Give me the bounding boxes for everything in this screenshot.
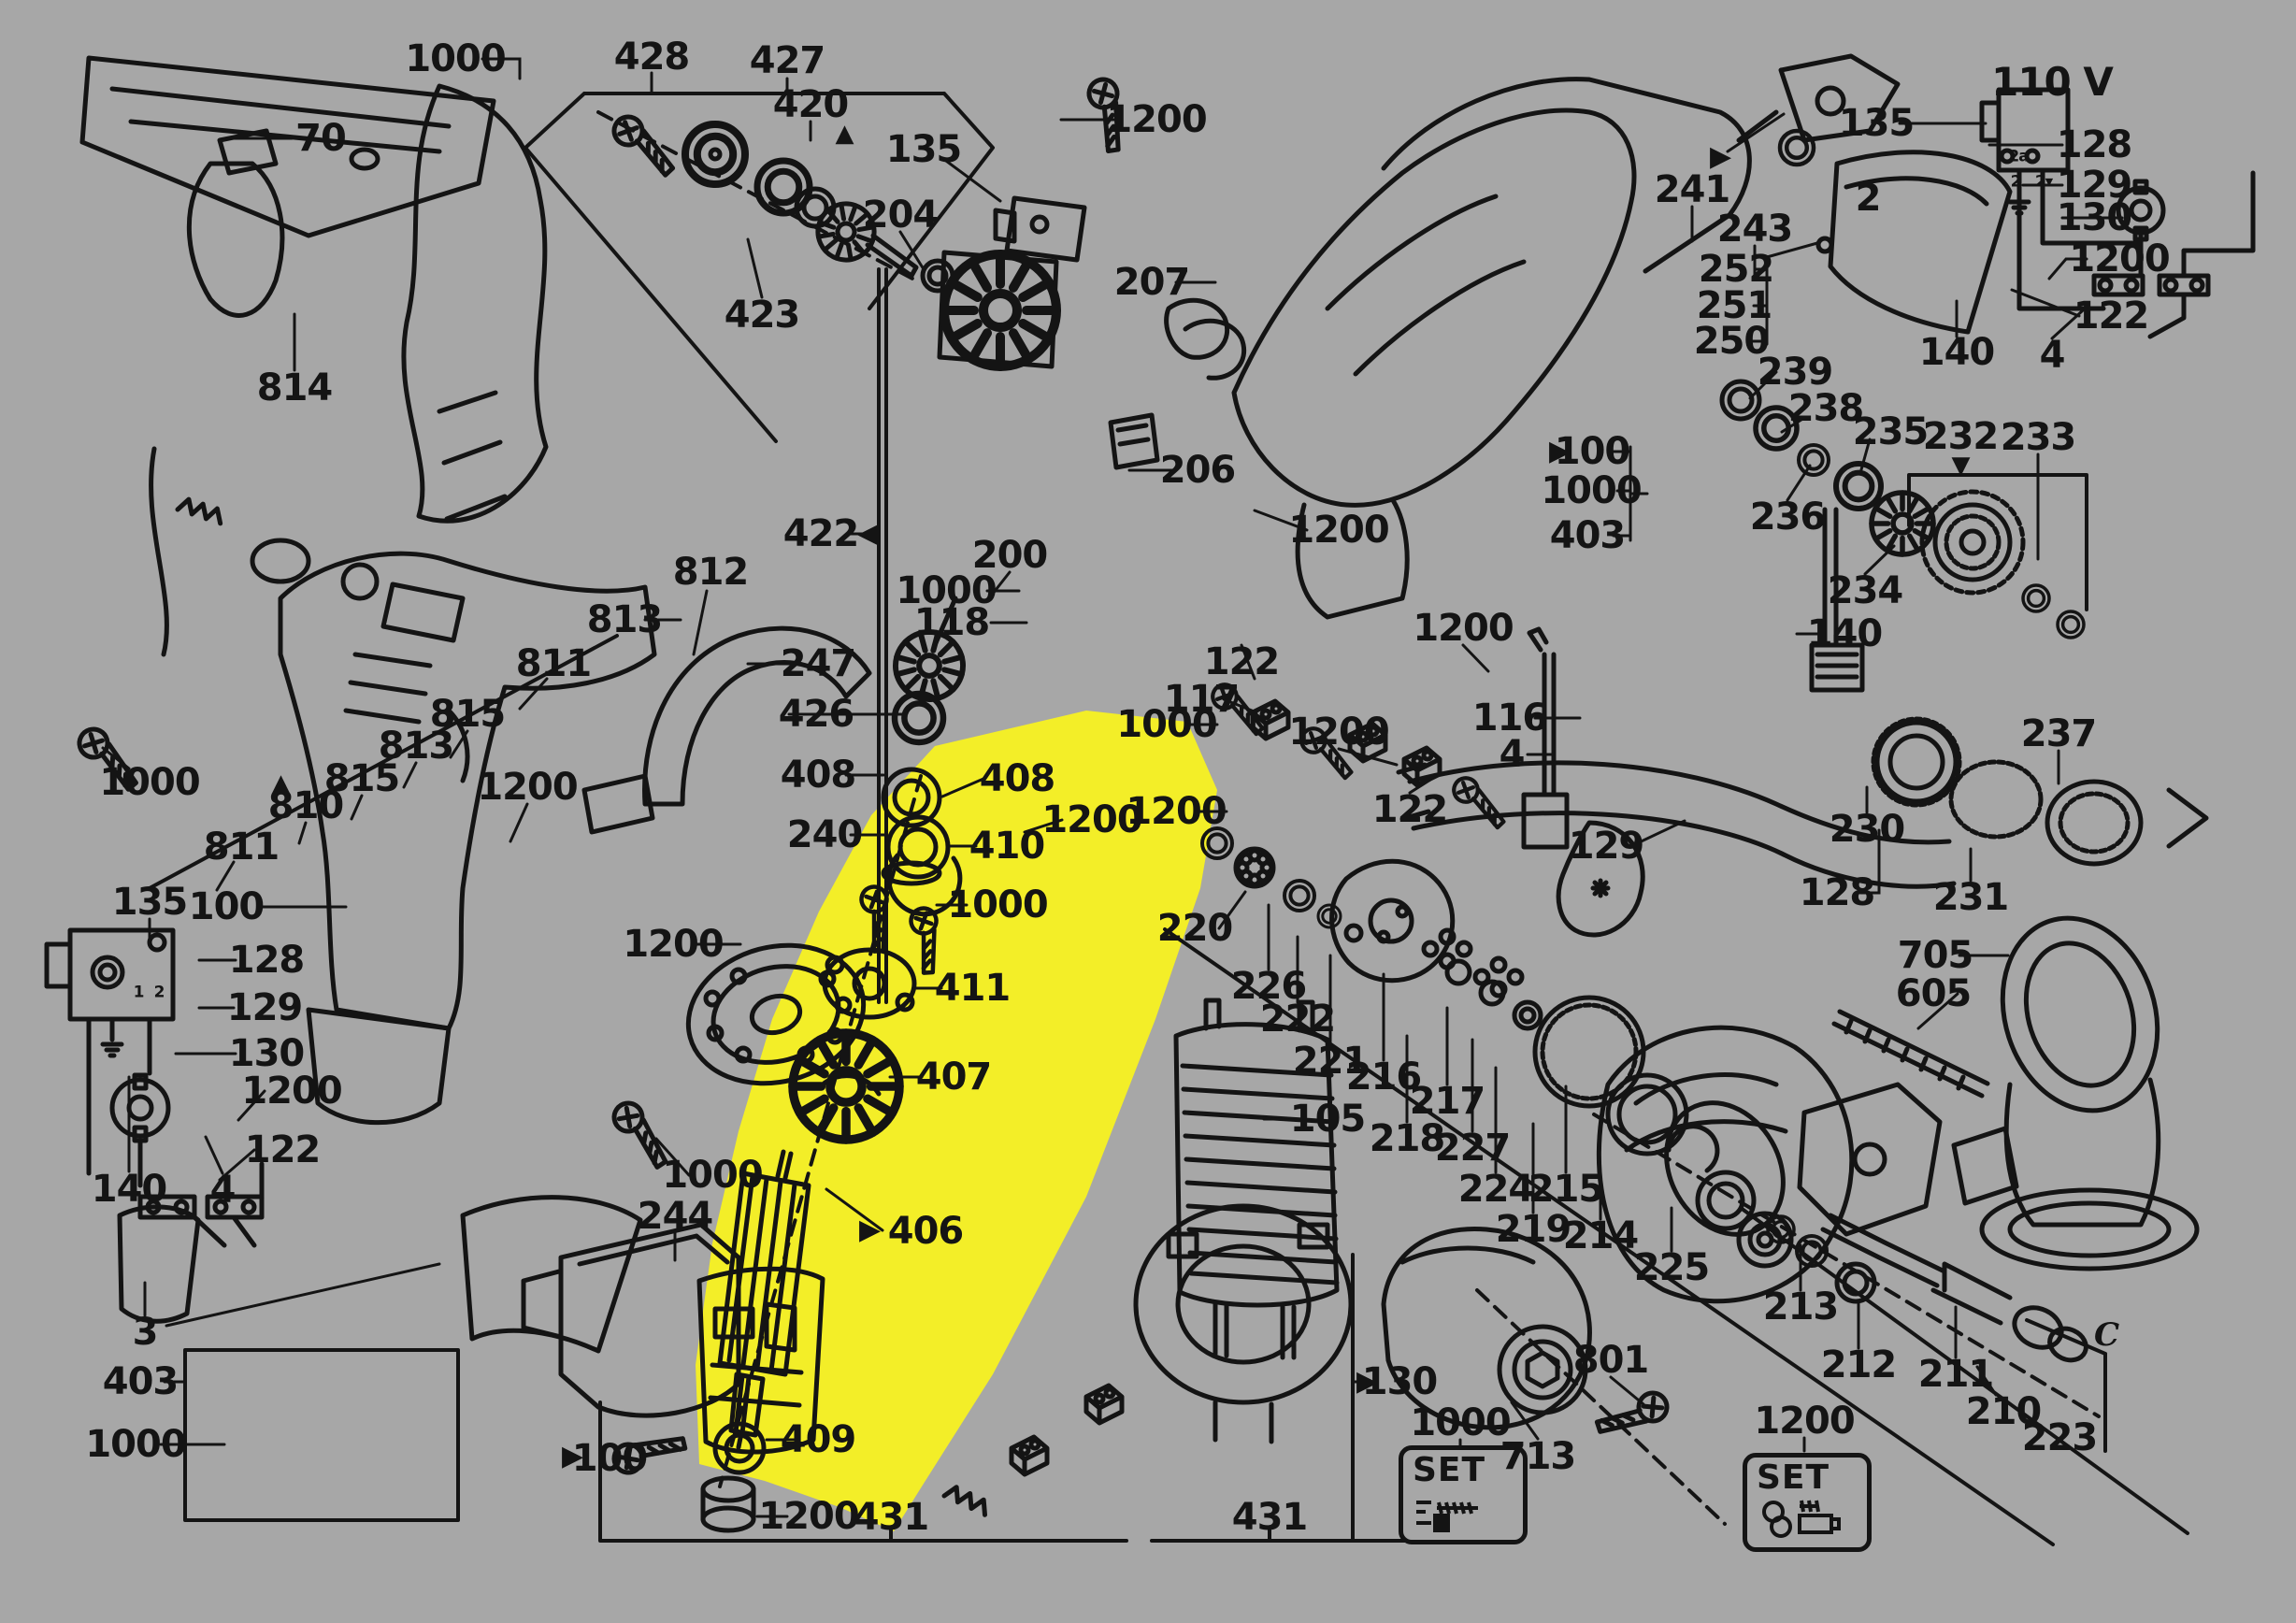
parts-artwork — [44, 53, 2256, 1515]
set-box-2: SET — [1743, 1453, 1872, 1552]
set-box-2-label: SET — [1757, 1458, 1830, 1497]
leader-lines — [101, 57, 2124, 1518]
set-box-1-icons — [1416, 1501, 1478, 1532]
highlight-region — [696, 711, 1217, 1531]
armature-group-artwork — [700, 767, 956, 1533]
switch-pin-1: 1 — [133, 983, 145, 1002]
switch-pin-2-arrow: 2▾ — [2034, 172, 2053, 192]
set-box-2-icons — [1762, 1500, 1841, 1538]
switch-pin-2a: 2a — [2008, 147, 2029, 166]
voltage-note: 110 V — [1991, 59, 2114, 105]
switch-pin-2: 2 — [2010, 172, 2022, 192]
switch-pin-2b: 2 — [153, 983, 165, 1002]
set-box-1: SET — [1399, 1445, 1528, 1544]
set-box-1-label: SET — [1413, 1451, 1486, 1489]
